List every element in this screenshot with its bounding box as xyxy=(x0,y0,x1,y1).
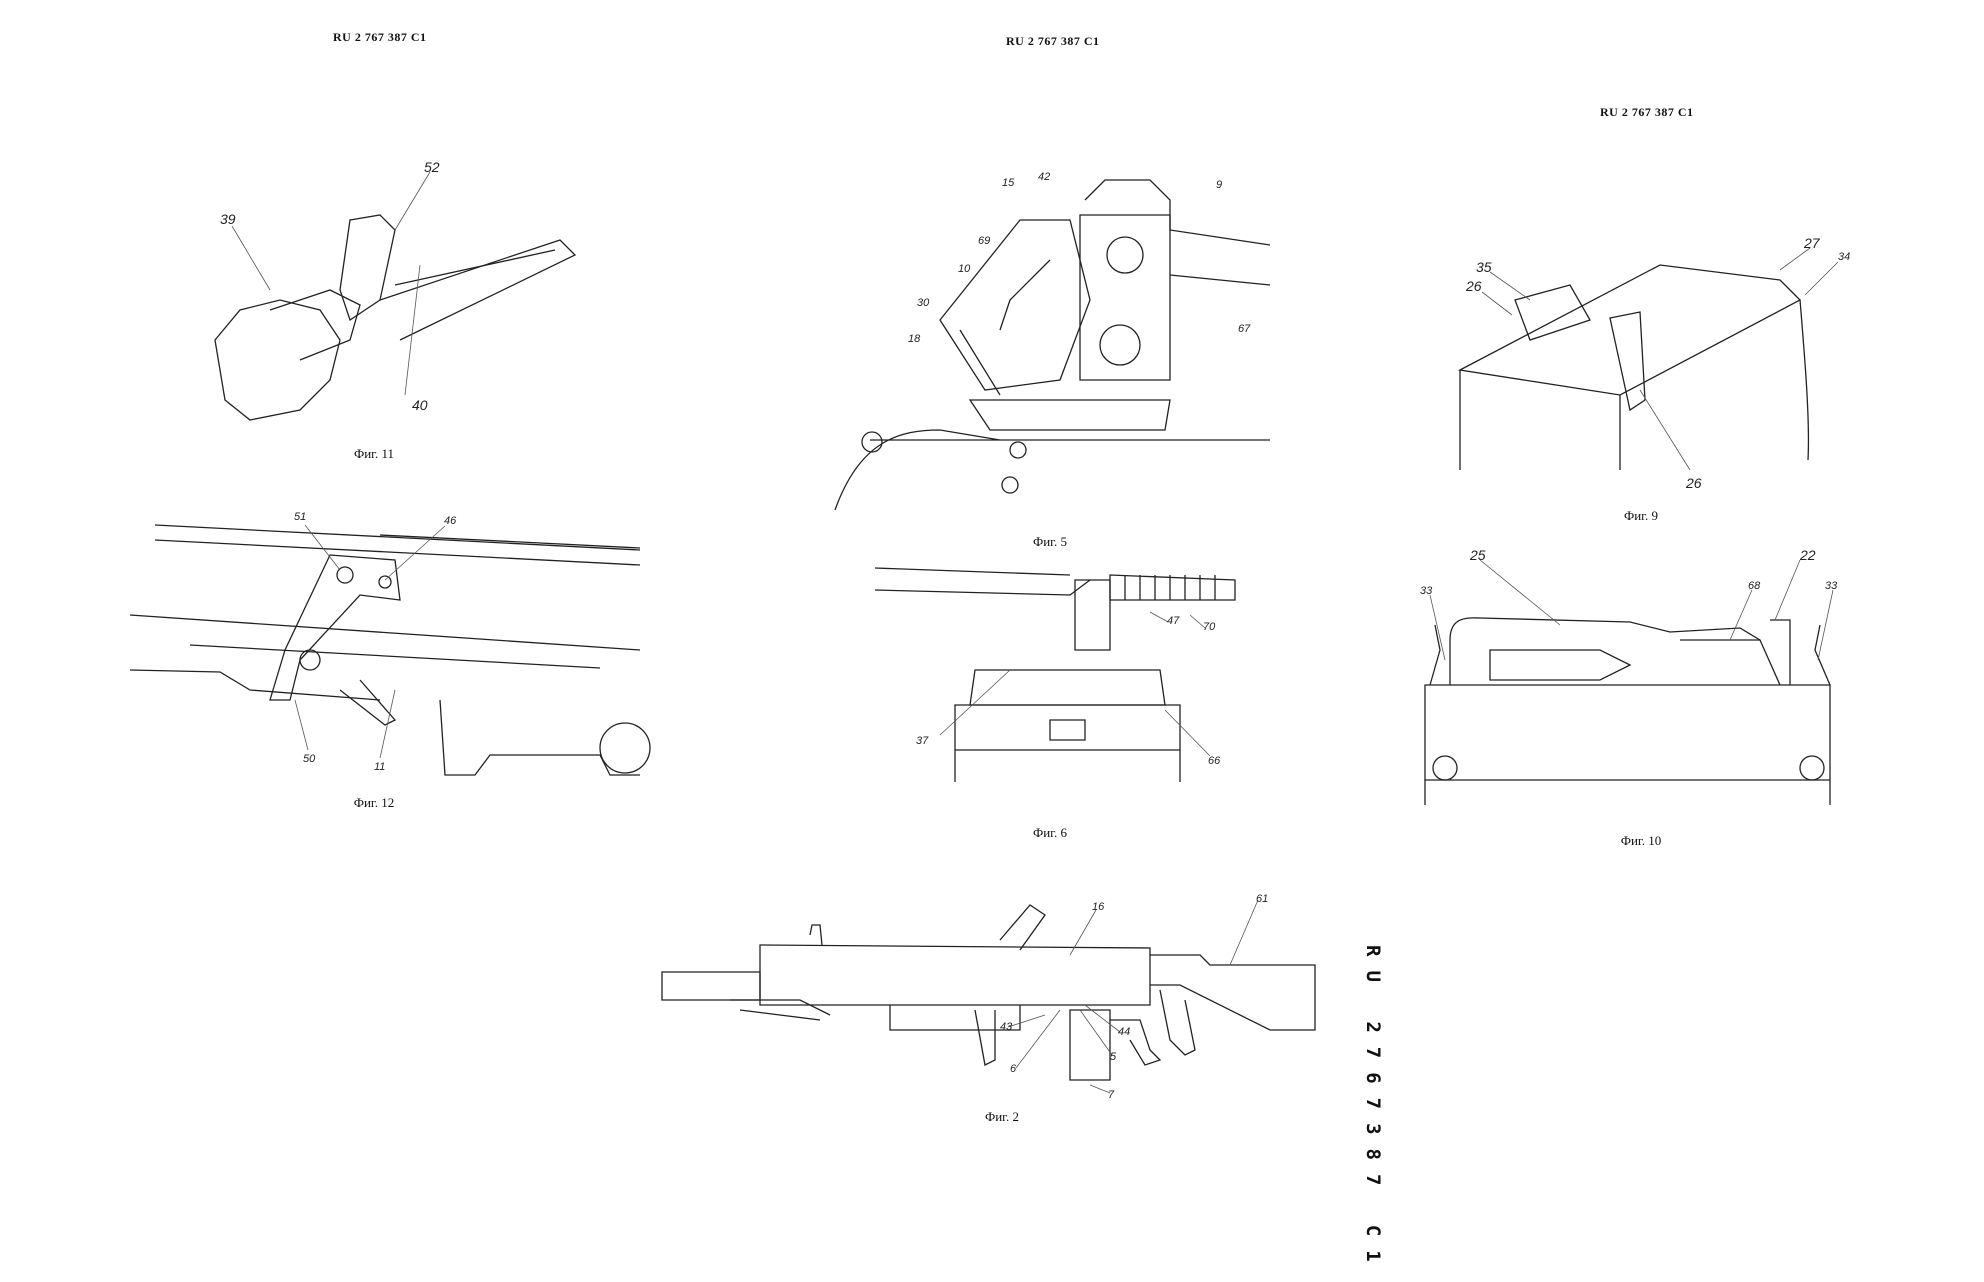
figure-label: 5 xyxy=(1110,1051,1117,1063)
figure-label: 30 xyxy=(917,297,930,309)
figure-label: 61 xyxy=(1256,893,1268,905)
figure-label: 37 xyxy=(916,735,929,747)
figure-label: 46 xyxy=(444,515,457,527)
figure-label: 69 xyxy=(978,235,990,247)
figure-10-drawing: 25 22 33 68 33 xyxy=(1420,547,1838,805)
figure-label: 18 xyxy=(908,333,921,345)
page-header-right: RU 2 767 387 C1 xyxy=(1600,105,1694,119)
figure-5-drawing: 15 42 9 69 10 30 18 67 xyxy=(834,171,1271,511)
figure-label: 43 xyxy=(1000,1021,1013,1033)
figure-6-drawing: 47 70 37 66 xyxy=(874,567,1236,782)
figure-label: 7 xyxy=(1108,1089,1115,1101)
page-header-center: RU 2 767 387 C1 xyxy=(1006,34,1100,48)
figure-label: 6 xyxy=(1010,1063,1017,1075)
patent-number-vertical: RU 2767387 C1 xyxy=(1362,945,1384,1276)
figure-label: 11 xyxy=(374,761,385,773)
figure-12-caption: Фиг. 12 xyxy=(353,795,395,810)
figure-6-caption: Фиг. 6 xyxy=(1032,825,1068,840)
figure-label: 51 xyxy=(294,511,306,523)
figure-9-drawing: 35 26 27 34 26 xyxy=(1457,235,1850,491)
figure-label: 39 xyxy=(220,211,236,227)
figure-label: 26 xyxy=(1465,278,1482,294)
figure-label: 47 xyxy=(1167,615,1180,627)
figure-label: 68 xyxy=(1748,580,1761,592)
figure-label: 44 xyxy=(1118,1026,1130,1038)
figure-label: 67 xyxy=(1238,323,1251,335)
figure-label: 33 xyxy=(1825,580,1838,592)
figure-label: 52 xyxy=(424,159,440,175)
figure-10-caption: Фиг. 10 xyxy=(1620,833,1662,848)
figure-label: 16 xyxy=(1092,901,1105,913)
figure-5-caption: Фиг. 5 xyxy=(1032,534,1068,549)
figure-label: 26 xyxy=(1685,475,1702,491)
figure-label: 66 xyxy=(1208,755,1221,767)
figure-label: 27 xyxy=(1803,235,1821,251)
figure-label: 9 xyxy=(1216,179,1222,191)
figure-label: 22 xyxy=(1799,547,1816,563)
figure-label: 25 xyxy=(1469,547,1486,563)
figure-label: 40 xyxy=(412,397,428,413)
page-header-left: RU 2 767 387 C1 xyxy=(333,30,427,44)
figure-11-drawing: 52 39 40 xyxy=(214,159,577,421)
figure-label: 50 xyxy=(303,753,316,765)
figure-label: 10 xyxy=(958,263,971,275)
figure-12-drawing: 51 46 50 11 xyxy=(129,511,651,776)
figure-9-caption: Фиг. 9 xyxy=(1623,508,1659,523)
figure-2-drawing: 61 16 43 44 6 5 7 xyxy=(661,893,1316,1101)
figure-label: 70 xyxy=(1203,621,1216,633)
figure-label: 33 xyxy=(1420,585,1433,597)
figure-label: 42 xyxy=(1038,171,1050,183)
figure-label: 15 xyxy=(1002,177,1015,189)
figure-2-caption: Фиг. 2 xyxy=(984,1109,1020,1124)
figure-label: 34 xyxy=(1838,251,1850,263)
figure-label: 35 xyxy=(1476,259,1492,275)
figure-11-caption: Фиг. 11 xyxy=(353,446,395,461)
